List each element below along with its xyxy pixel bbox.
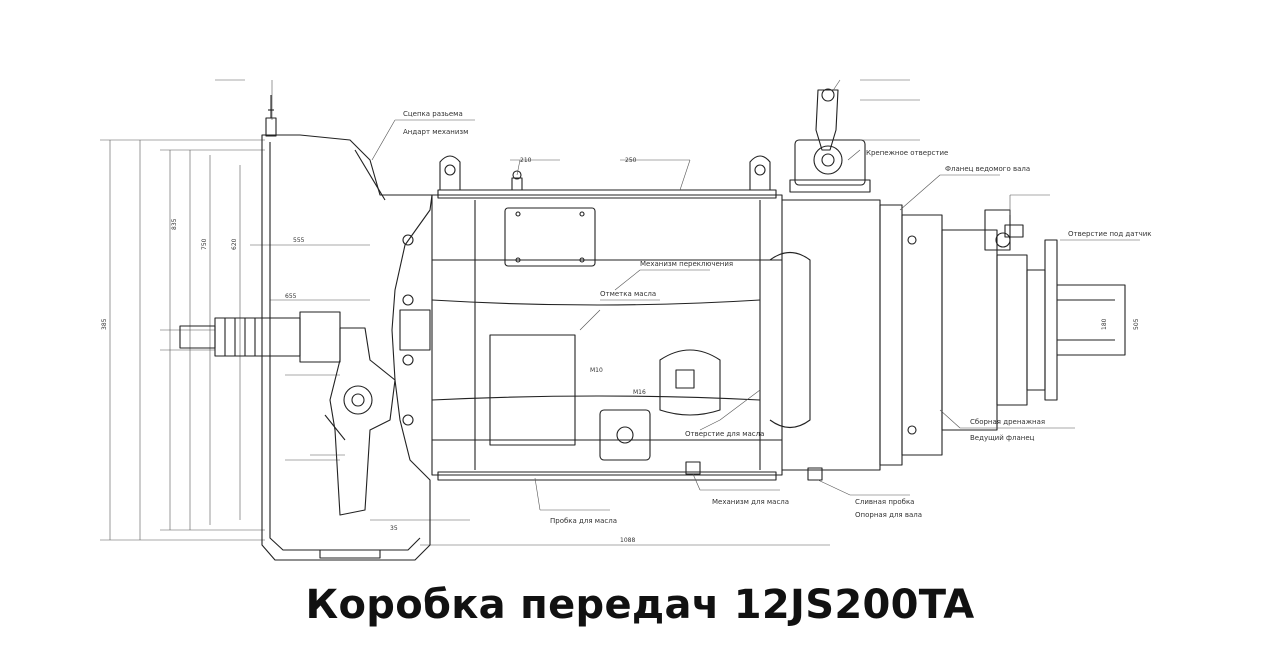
dimension-value: 750 [201, 238, 208, 250]
dimension-value: 620 [231, 238, 238, 250]
dimension-value: 1088 [620, 537, 635, 544]
annotation-label: Крепежное отверстие [866, 149, 948, 157]
dimension-value: M10 [590, 367, 603, 374]
dimension-value: 385 [101, 318, 108, 330]
diagram-title: Коробка передач 12JS200TA [305, 582, 975, 628]
dimension-value: 250 [625, 157, 637, 164]
dimension-value: 555 [293, 237, 305, 244]
annotation-label: Отверстие под датчик [1068, 230, 1152, 238]
annotation-label: Сливная пробка [855, 498, 914, 506]
dimension-value: 35 [390, 525, 398, 532]
dimension-value: 655 [285, 293, 297, 300]
dimension-value: M16 [633, 389, 646, 396]
dimension-values: 835 750 620 555 655 385 1088 250 M10 M16… [101, 157, 1140, 544]
annotation-label: Андарт механизм [403, 128, 468, 136]
main-case [399, 155, 823, 481]
dimension-value: 505 [1133, 318, 1140, 330]
annotation-label: Механизм переключения [640, 260, 733, 268]
annotations: Сцепка разьема Андарт механизм Механизм … [403, 110, 1152, 525]
annotation-label: Пробка для масла [550, 517, 617, 525]
annotation-label: Механизм для масла [712, 498, 789, 506]
dimension-value: 180 [1101, 318, 1108, 330]
annotation-label: Отметка масла [600, 290, 656, 298]
leader-lines [310, 79, 1140, 511]
annotation-label: Сцепка разьема [403, 110, 463, 118]
shift-tower [789, 88, 871, 193]
annotation-label: Опорная для вала [855, 511, 922, 519]
annotation-label: Сборная дренажная [970, 418, 1045, 426]
dimension-value: 210 [520, 157, 532, 164]
annotation-label: Ведущий фланец [970, 434, 1035, 442]
dimension-value: 835 [171, 218, 178, 230]
rear-case [769, 199, 1126, 471]
bell-housing [261, 95, 433, 561]
input-shaft [179, 311, 341, 363]
annotation-label: Фланец ведомого вала [945, 165, 1030, 173]
release-lever [324, 327, 396, 516]
transmission-drawing: Сцепка разьема Андарт механизм Механизм … [100, 79, 1152, 561]
annotation-label: Отверстие для масла [685, 430, 764, 438]
